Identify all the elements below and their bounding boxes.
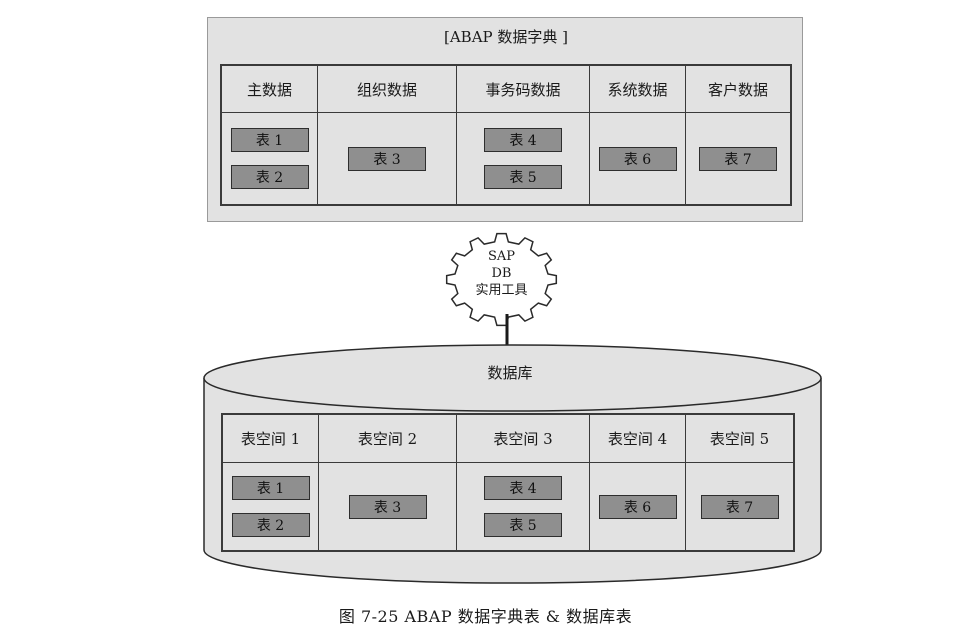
table-box: 表 1 (231, 476, 310, 500)
column-header: 系统数据 (590, 66, 685, 113)
table-box: 表 7 (700, 494, 779, 519)
tablespace-column-5: 表空间 5 表 7 (686, 415, 793, 550)
table-box: 表 1 (230, 128, 309, 152)
table-box: 表 7 (699, 146, 777, 171)
column-header: 表空间 3 (457, 415, 589, 463)
table-box: 表 6 (598, 146, 677, 171)
figure-caption: 图 7-25 ABAP 数据字典表 & 数据库表 (338, 607, 633, 626)
column-header: 表空间 1 (223, 415, 318, 463)
table-box: 表 2 (230, 165, 309, 189)
table-box: 表 3 (348, 494, 427, 519)
dictionary-column-customer: 客户数据 表 7 (686, 66, 790, 204)
column-header: 表空间 4 (590, 415, 685, 463)
table-box: 表 6 (598, 494, 677, 519)
dictionary-column-transaction: 事务码数据 表 4 表 5 (457, 66, 590, 204)
column-header: 主数据 (222, 66, 317, 113)
dictionary-grid: 主数据 表 1 表 2 组织数据 表 3 事务码数据 表 4 表 5 系统数据 … (220, 64, 792, 206)
utility-label: SAP DB 实用工具 (444, 248, 559, 299)
table-box: 表 4 (484, 476, 562, 500)
database-grid: 表空间 1 表 1 表 2 表空间 2 表 3 表空间 3 表 4 表 5 表空… (221, 413, 795, 552)
column-header: 表空间 5 (686, 415, 793, 463)
tablespace-column-1: 表空间 1 表 1 表 2 (223, 415, 319, 550)
table-box: 表 5 (484, 165, 562, 189)
column-header: 表空间 2 (319, 415, 456, 463)
utility-line-1: SAP (487, 249, 516, 264)
tablespace-column-3: 表空间 3 表 4 表 5 (457, 415, 590, 550)
column-header: 事务码数据 (457, 66, 589, 113)
utility-line-3: 实用工具 (475, 283, 528, 298)
tablespace-column-2: 表空间 2 表 3 (319, 415, 457, 550)
dictionary-column-system: 系统数据 表 6 (590, 66, 686, 204)
abap-dictionary-panel: [ABAP 数据字典 ] 主数据 表 1 表 2 组织数据 表 3 事务码数据 … (207, 17, 803, 222)
database-label: 数据库 (487, 364, 533, 382)
column-header: 组织数据 (318, 66, 456, 113)
table-box: 表 5 (484, 513, 562, 537)
table-box: 表 4 (484, 128, 562, 152)
dictionary-column-master: 主数据 表 1 表 2 (222, 66, 318, 204)
dictionary-column-org: 组织数据 表 3 (318, 66, 457, 204)
utility-line-2: DB (491, 266, 512, 281)
table-box: 表 3 (348, 146, 426, 171)
table-box: 表 2 (231, 513, 310, 537)
tablespace-column-4: 表空间 4 表 6 (590, 415, 686, 550)
column-header: 客户数据 (686, 66, 790, 113)
dictionary-title: [ABAP 数据字典 ] (443, 28, 569, 46)
